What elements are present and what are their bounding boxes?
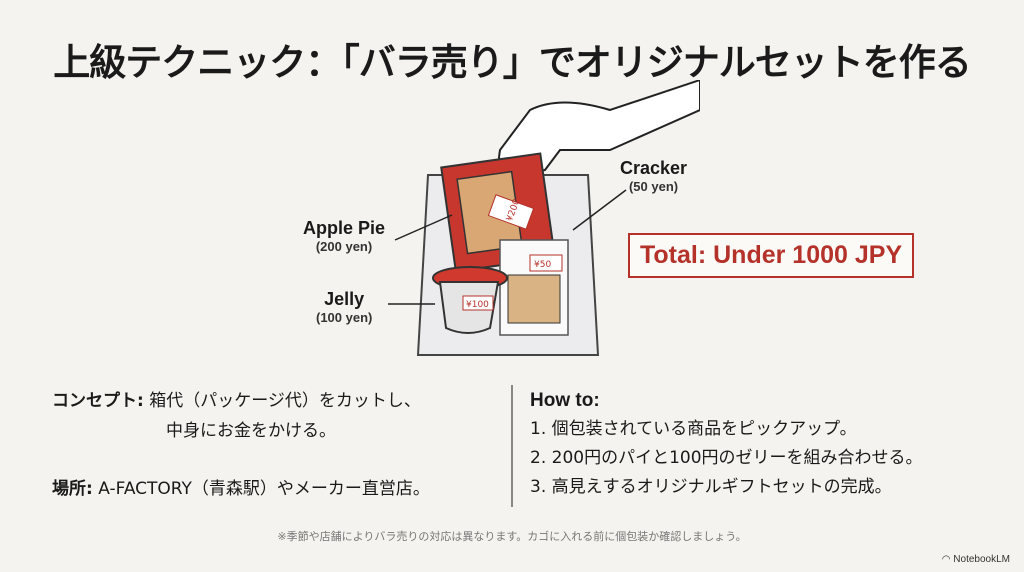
concept-line2: 中身にお金をかける。 — [166, 421, 336, 441]
page-title: 上級テクニック：「バラ売り」でオリジナルセットを作る — [53, 41, 972, 84]
concept-label: コンセプト: — [52, 391, 144, 411]
brand-name: NotebookLM — [953, 554, 1010, 565]
cracker-label: Cracker (50 yen) — [620, 158, 687, 194]
footnote: ※季節や店舗によりバラ売りの対応は異なります。カゴに入れる前に個包装か確認しまし… — [277, 530, 747, 543]
howto-section: How to: 1. 個包装されている商品をピックアップ。 2. 200円のパイ… — [530, 386, 923, 502]
brand-logo: ◠ NotebookLM — [942, 554, 1010, 565]
jelly-label: Jelly (100 yen) — [316, 289, 372, 325]
apple-pie-name: Apple Pie — [303, 218, 386, 238]
divider — [511, 385, 513, 507]
concept-line1: 箱代（パッケージ代）をカットし、 — [149, 391, 421, 411]
total-callout: Total: Under 1000 JPY — [628, 233, 915, 278]
cracker-icon: ¥50 — [499, 239, 569, 336]
gift-bag-illustration: ¥200 ¥50 ¥100 — [388, 80, 700, 356]
jelly-name: Jelly — [324, 289, 365, 309]
apple-pie-price: (200 yen) — [315, 239, 373, 254]
notebooklm-icon: ◠ — [941, 554, 954, 565]
howto-step: 1. 個包装されている商品をピックアップ。 — [530, 419, 857, 439]
jelly-price: (100 yen) — [316, 310, 373, 325]
place-text: A-FACTORY（青森駅）やメーカー直営店。 — [98, 479, 430, 499]
place-label: 場所: — [52, 479, 93, 499]
jelly-tag: ¥100 — [466, 300, 489, 310]
cracker-tag: ¥50 — [534, 260, 551, 270]
howto-step: 3. 高見えするオリジナルギフトセットの完成。 — [530, 477, 892, 497]
howto-heading: How to: — [530, 390, 600, 411]
cracker-name: Cracker — [620, 158, 688, 178]
howto-step: 2. 200円のパイと100円のゼリーを組み合わせる。 — [530, 448, 923, 468]
jelly-icon: ¥100 — [432, 266, 508, 334]
cracker-price: (50 yen) — [628, 179, 679, 194]
concept-section: コンセプト: 箱代（パッケージ代）をカットし、 中身にお金をかける。 場所: A… — [52, 386, 430, 504]
apple-pie-label: Apple Pie (200 yen) — [303, 218, 385, 254]
